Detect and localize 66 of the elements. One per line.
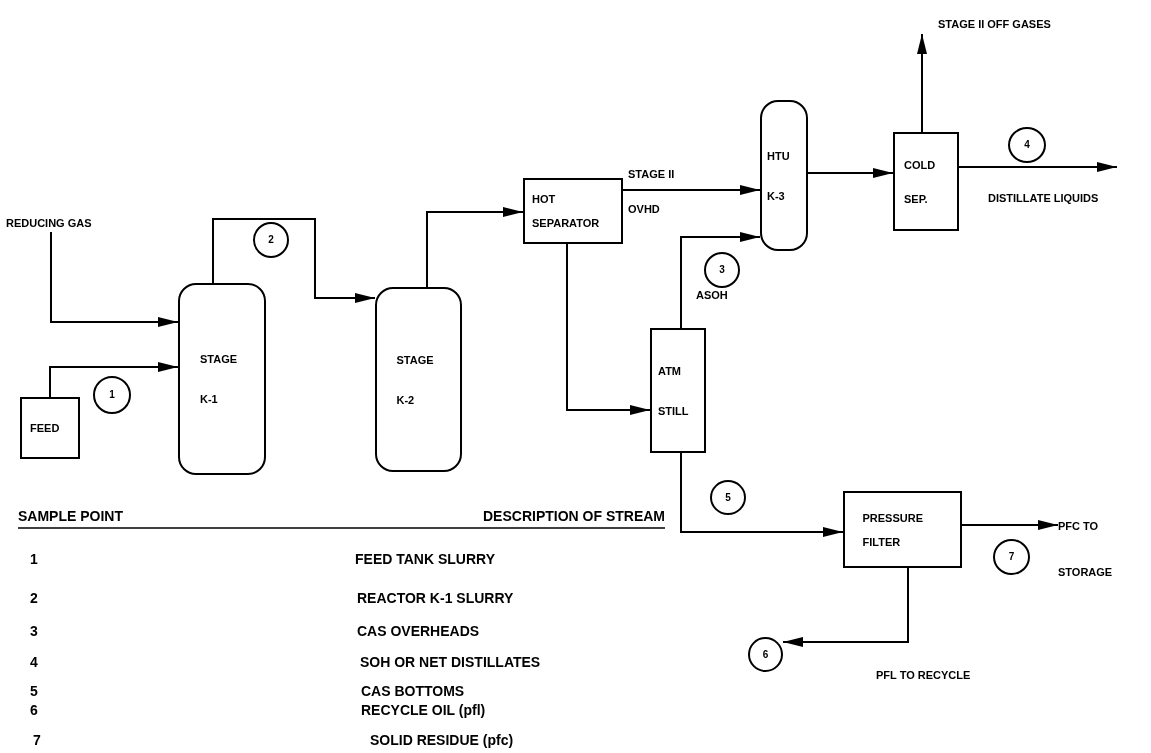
table-cell: CAS BOTTOMS: [361, 683, 465, 699]
table-cell: 5: [30, 683, 38, 699]
stream-label: PFC TO STORAGE: [1058, 503, 1133, 595]
stream-label: DISTILLATE LIQUIDS: [988, 192, 1099, 204]
sample-number: 1: [109, 388, 115, 402]
stream-label: REDUCING GAS: [6, 214, 131, 232]
sample-number: 7: [1008, 550, 1015, 564]
stream-label: STAGE II OFF GASES: [912, 14, 1077, 34]
flow-arrow: [680, 232, 761, 329]
column-header: SAMPLE POINT: [18, 508, 123, 524]
equipment-name: STAGE K-2: [396, 352, 435, 408]
flow-arrow: [426, 207, 524, 288]
flow-arrow: [958, 162, 1118, 172]
table-cell: RECYCLE OIL (pfl): [361, 702, 486, 718]
sample-number: 5: [725, 490, 731, 505]
table-cell: SOH OR NET DISTILLATES: [360, 654, 541, 670]
feed-tank-box: [20, 397, 80, 459]
sample-number: 6: [762, 647, 769, 662]
equipment-name: COLD SEP.: [904, 157, 937, 207]
equipment-name: HTU K-3: [767, 148, 791, 204]
equipment-name: ATM STILL: [658, 363, 690, 419]
table-cell: REACTOR K-1 SLURRY: [357, 590, 514, 606]
sample-point-circle: [93, 376, 131, 414]
sample-point-circle: [710, 480, 746, 515]
reactor-vessel: [178, 283, 266, 475]
flow-arrow: [680, 452, 844, 537]
table-cell: 7: [33, 732, 41, 748]
table-cell: CAS OVERHEADS: [357, 623, 480, 639]
flow-arrow: [807, 168, 894, 178]
equipment-name: PRESSURE FILTER: [862, 510, 925, 550]
flow-arrow: [961, 520, 1059, 530]
equipment-name: FEED: [30, 421, 61, 435]
filter-box: [843, 491, 962, 568]
table-cell: 4: [30, 654, 38, 670]
flow-arrow: [50, 231, 179, 327]
sample-point-circle: [993, 539, 1030, 575]
flow-arrow: [782, 567, 909, 647]
table-cell: 1: [30, 551, 38, 567]
sample-point-circle: [748, 637, 783, 672]
flow-arrow: [917, 33, 927, 133]
table-cell: 2: [30, 590, 38, 606]
sample-point-circle: [1008, 127, 1046, 163]
still-box: [650, 328, 706, 453]
table-cell: 3: [30, 623, 38, 639]
sample-number: 3: [719, 263, 725, 277]
flow-arrow: [566, 243, 651, 415]
flow-arrow: [49, 362, 179, 398]
table-cell: FEED TANK SLURRY: [355, 551, 495, 567]
column-header: DESCRIPTION OF STREAM: [483, 508, 665, 524]
flow-arrow: [212, 218, 376, 303]
table-cell: 6: [30, 702, 38, 718]
flow-arrow: [622, 185, 761, 195]
reactor-vessel: [375, 287, 462, 472]
stream-label: STAGE II: [628, 168, 675, 180]
sample-number: 4: [1024, 138, 1030, 152]
equipment-name: HOT SEPARATOR: [532, 192, 601, 231]
equipment-name: STAGE K-1: [200, 352, 239, 407]
table-cell: SOLID RESIDUE (pfc): [370, 732, 514, 748]
edge-label: ASOH: [695, 289, 729, 301]
sample-point-circle: [253, 222, 289, 258]
separator-box: [893, 132, 959, 231]
stream-label: PFL TO RECYCLE: [876, 669, 971, 681]
separator-box: [523, 178, 623, 244]
sample-number: 2: [268, 233, 274, 247]
sample-point-circle: [704, 252, 740, 288]
reactor-vessel: [760, 100, 808, 251]
